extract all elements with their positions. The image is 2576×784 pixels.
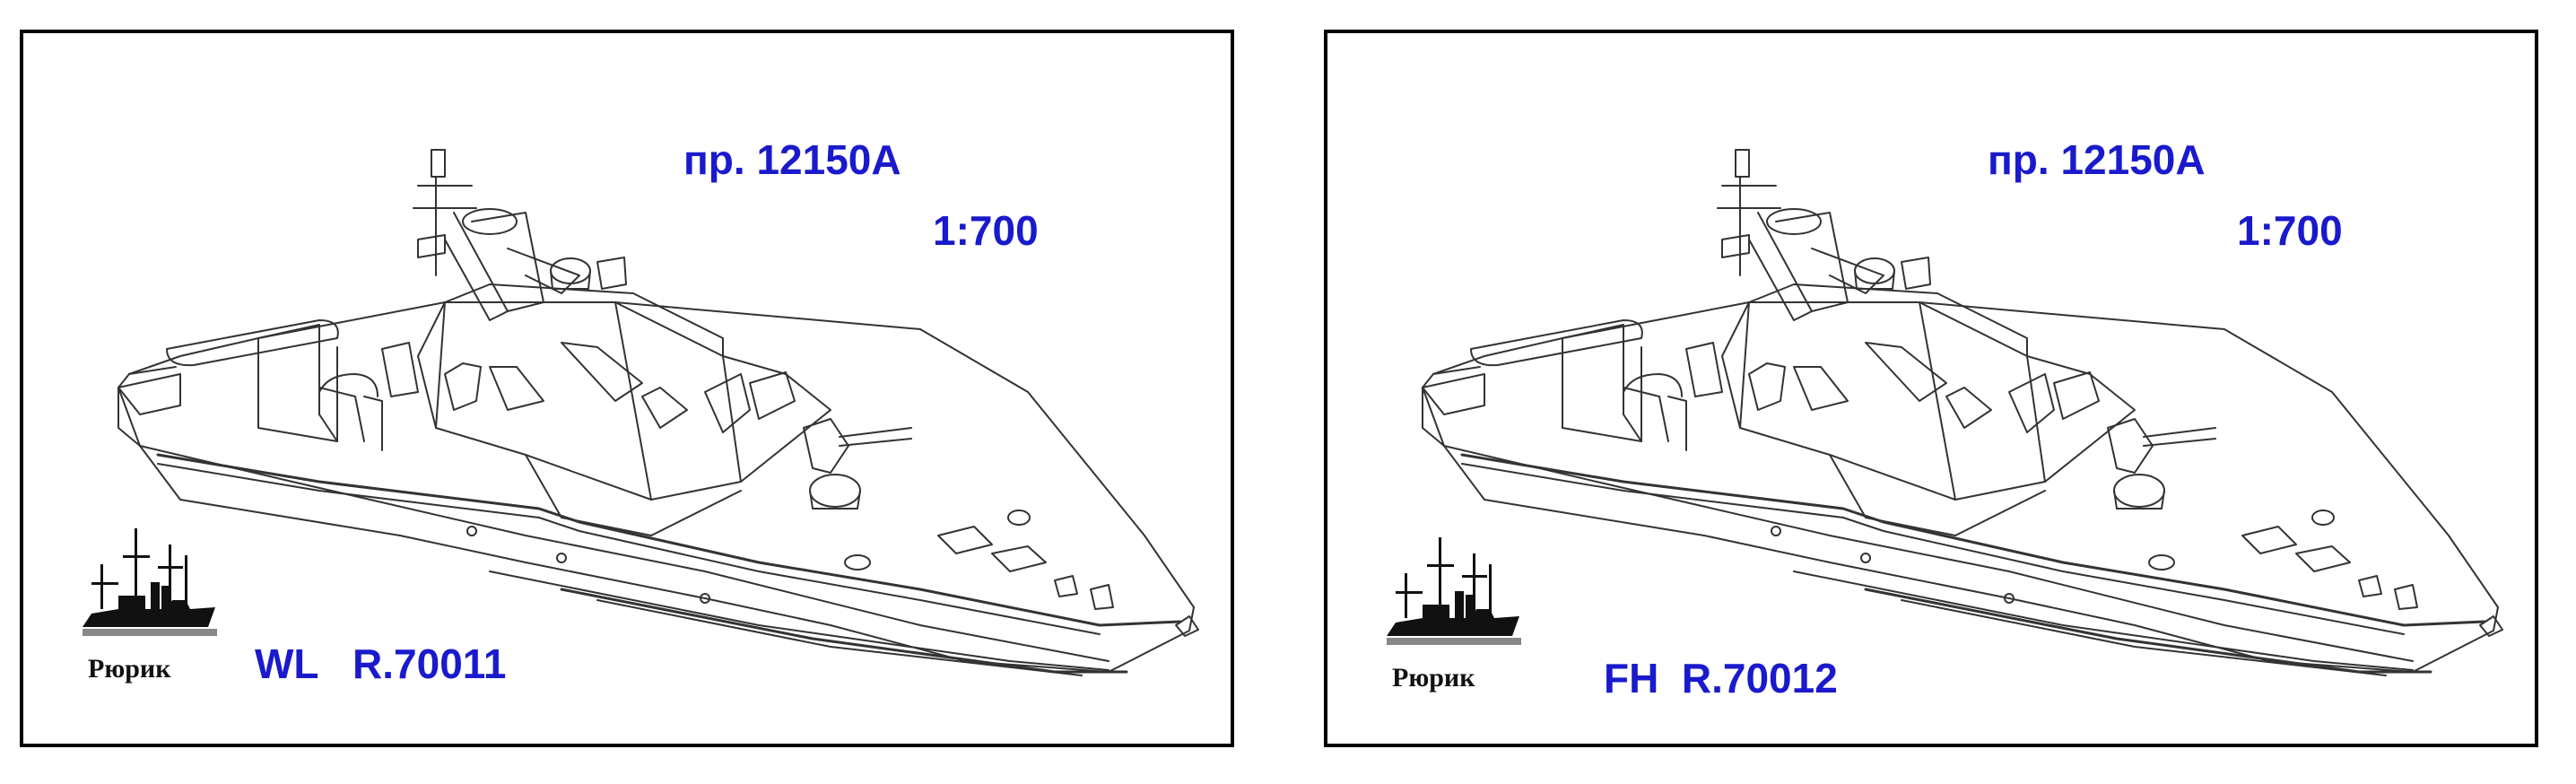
project-label: пр. 12150А [683,136,901,183]
product-code: WL R.70011 [255,640,507,687]
logo-text: Рюрик [1392,663,1475,693]
product-panel-fh: пр. 12150А 1:700 Рюрик FH R.70012 [1324,30,2538,747]
logo-text: Рюрик [88,654,171,684]
product-code: FH R.70012 [1604,655,1838,701]
rurik-logo: Рюрик [83,528,217,684]
ship-logo-icon [1387,537,1521,645]
scale-label: 1:700 [2237,207,2343,254]
project-label: пр. 12150А [1988,136,2206,183]
rurik-logo: Рюрик [1387,537,1521,693]
product-panel-wl: пр. 12150А 1:700 Рюрик WL R.70011 [20,30,1234,747]
scale-label: 1:700 [933,207,1039,254]
ship-logo-icon [83,528,217,636]
